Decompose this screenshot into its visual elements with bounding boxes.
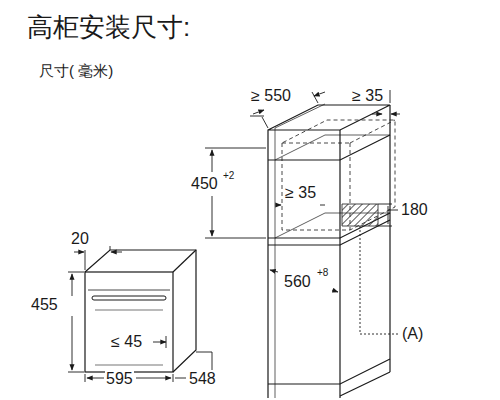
dimension-label: ≥ 550 — [250, 88, 292, 104]
oven — [85, 250, 196, 372]
tolerance-label: +2 — [222, 171, 235, 181]
dimension-label: 450 — [190, 176, 219, 192]
page-title: 高柜安装尺寸: — [26, 14, 191, 40]
dimension-label: 595 — [105, 371, 134, 387]
callout-letter: (A) — [401, 326, 424, 342]
dimension-label: 180 — [400, 202, 429, 218]
dimension-label: ≥ 35 — [284, 185, 317, 201]
tall-cabinet — [268, 104, 395, 398]
tolerance-label: +8 — [316, 268, 329, 278]
dimension-label: 548 — [188, 371, 217, 387]
dimension-label: 20 — [70, 231, 90, 247]
oven-dimensions — [68, 246, 212, 382]
dimension-label: 455 — [30, 297, 59, 313]
dimension-label: ≤ 45 — [110, 334, 143, 350]
dimension-label: ≥ 35 — [351, 88, 384, 104]
unit-note: 尺寸( 毫米) — [38, 63, 114, 78]
dimension-label: 560 — [283, 274, 312, 290]
cabinet-dimensions — [205, 90, 400, 334]
